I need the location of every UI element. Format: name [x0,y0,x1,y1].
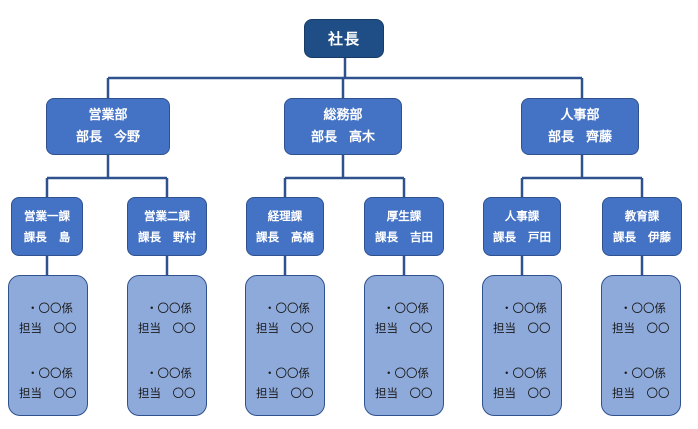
staff-unit: ・〇〇係 [27,366,73,380]
department-name: 営業部 [88,107,128,123]
staff-person: 担当 〇〇 [19,386,77,400]
staff-person: 担当 〇〇 [138,321,196,335]
section-box-education: 教育課 課長伊藤 [602,197,682,256]
staff-unit: ・〇〇係 [501,366,547,380]
staff-box-accounting: ・〇〇係 担当 〇〇 ・〇〇係 担当 〇〇 [245,275,325,416]
staff-person: 担当 〇〇 [19,321,77,335]
section-name: 教育課 [624,208,660,223]
staff-unit: ・〇〇係 [383,366,429,380]
section-box-sales-2: 営業二課 課長野村 [127,197,207,256]
staff-box-education: ・〇〇係 担当 〇〇 ・〇〇係 担当 〇〇 [601,275,681,416]
staff-person: 担当 〇〇 [493,386,551,400]
staff-box-sales-2: ・〇〇係 担当 〇〇 ・〇〇係 担当 〇〇 [127,275,207,416]
department-manager: 部長高木 [310,129,376,145]
staff-box-sales-1: ・〇〇係 担当 〇〇 ・〇〇係 担当 〇〇 [8,275,88,416]
staff-person: 担当 〇〇 [612,321,670,335]
section-chief: 課長戸田 [493,229,551,244]
section-chief: 課長伊藤 [613,229,671,244]
president-box: 社長 [304,19,384,58]
staff-unit: ・〇〇係 [264,301,310,315]
staff-unit: ・〇〇係 [146,301,192,315]
staff-person: 担当 〇〇 [375,386,433,400]
department-box-hr: 人事部 部長齊藤 [521,98,639,155]
staff-box-personnel: ・〇〇係 担当 〇〇 ・〇〇係 担当 〇〇 [482,275,562,416]
staff-person: 担当 〇〇 [493,321,551,335]
department-name: 人事部 [560,107,600,123]
staff-person: 担当 〇〇 [612,386,670,400]
staff-unit: ・〇〇係 [620,301,666,315]
section-box-personnel: 人事課 課長戸田 [483,197,561,256]
section-name: 経理課 [267,208,303,223]
section-chief: 課長島 [23,229,71,244]
section-name: 厚生課 [386,208,422,223]
staff-unit: ・〇〇係 [383,301,429,315]
staff-unit: ・〇〇係 [146,366,192,380]
section-box-accounting: 経理課 課長高橋 [246,197,324,256]
staff-person: 担当 〇〇 [375,321,433,335]
department-manager: 部長今野 [75,129,141,145]
section-chief: 課長野村 [138,229,196,244]
staff-unit: ・〇〇係 [620,366,666,380]
section-box-welfare: 厚生課 課長吉田 [364,197,444,256]
president-label: 社長 [327,30,360,48]
staff-box-welfare: ・〇〇係 担当 〇〇 ・〇〇係 担当 〇〇 [364,275,444,416]
department-box-general-affairs: 総務部 部長高木 [284,98,402,155]
department-manager: 部長齊藤 [547,129,613,145]
section-name: 営業一課 [24,208,70,223]
staff-unit: ・〇〇係 [27,301,73,315]
section-chief: 課長高橋 [256,229,314,244]
staff-unit: ・〇〇係 [501,301,547,315]
staff-person: 担当 〇〇 [256,321,314,335]
staff-person: 担当 〇〇 [138,386,196,400]
section-box-sales-1: 営業一課 課長島 [11,197,83,256]
section-chief: 課長吉田 [375,229,433,244]
department-box-sales: 営業部 部長今野 [46,98,170,155]
staff-person: 担当 〇〇 [256,386,314,400]
section-name: 営業二課 [144,208,190,223]
department-name: 総務部 [323,107,363,123]
staff-unit: ・〇〇係 [264,366,310,380]
section-name: 人事課 [504,208,540,223]
